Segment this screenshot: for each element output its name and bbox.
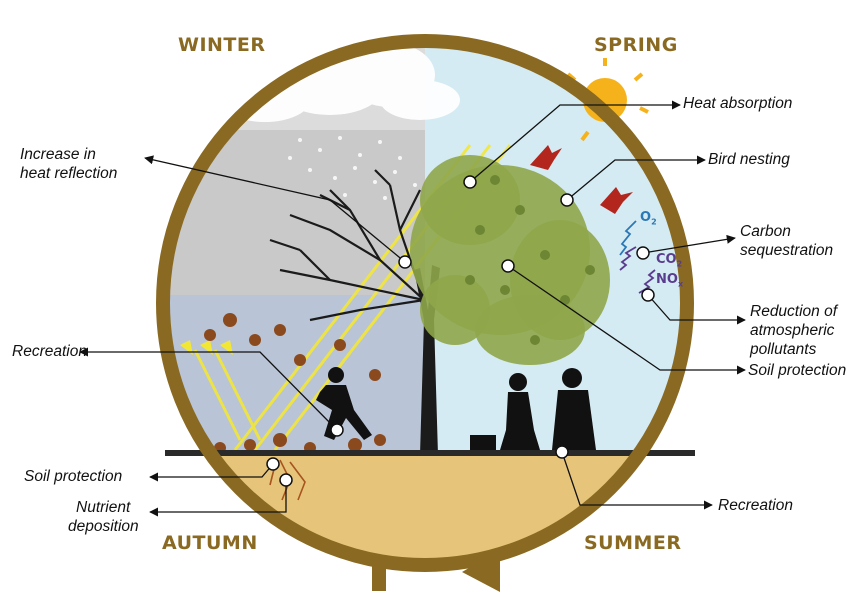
gas-nox: NOx xyxy=(656,272,683,289)
label-recreation-right: Recreation xyxy=(718,496,793,515)
gas-o2: O2 xyxy=(640,210,657,227)
label-nutrient-line2: deposition xyxy=(68,517,139,536)
label-soil-protection-left: Soil protection xyxy=(24,467,122,486)
label-carbon-sequestration: Carbon sequestration xyxy=(740,222,833,260)
label-reduction-line2: atmospheric xyxy=(750,321,837,340)
cycle-arrow-left xyxy=(372,557,386,591)
label-bird-nesting: Bird nesting xyxy=(708,150,790,169)
label-carbon-line2: sequestration xyxy=(740,241,833,260)
label-reduction-line1: Reduction of xyxy=(750,302,837,321)
season-winter: WINTER xyxy=(178,34,266,56)
label-reflection-line2: heat reflection xyxy=(20,164,117,183)
label-heat-absorption: Heat absorption xyxy=(683,94,792,113)
label-carbon-line1: Carbon xyxy=(740,222,833,241)
label-soil-protection-right: Soil protection xyxy=(748,361,846,380)
label-nutrient-line1: Nutrient xyxy=(68,498,139,517)
label-reduction-pollutants: Reduction of atmospheric pollutants xyxy=(750,302,837,359)
label-reduction-line3: pollutants xyxy=(750,340,837,359)
gas-co2: CO2 xyxy=(656,252,682,269)
season-autumn: AUTUMN xyxy=(162,532,258,554)
label-heat-reflection: Increase in heat reflection xyxy=(20,145,117,183)
label-recreation-left: Recreation xyxy=(12,342,87,361)
label-nutrient-deposition: Nutrient deposition xyxy=(68,498,139,536)
label-reflection-line1: Increase in xyxy=(20,145,117,164)
grass-line xyxy=(165,450,695,456)
season-summer: SUMMER xyxy=(584,532,682,554)
season-spring: SPRING xyxy=(594,34,678,56)
